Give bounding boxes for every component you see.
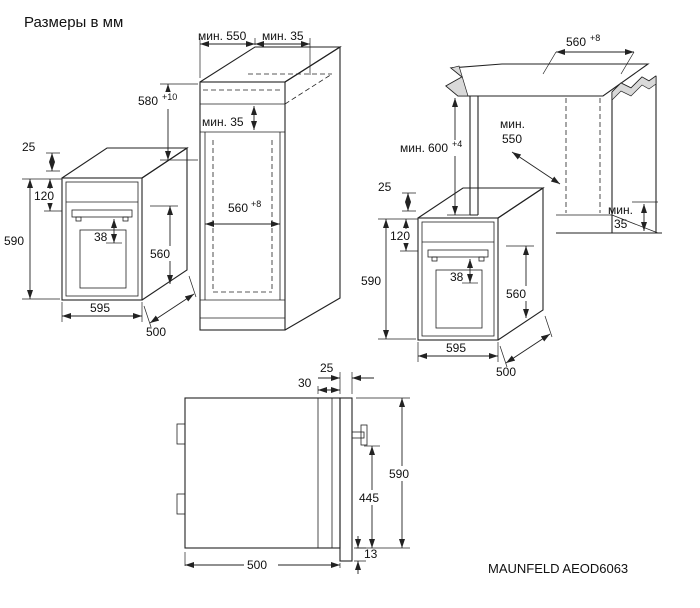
dim-label-side-depth: 500 (247, 558, 267, 572)
dim-label-niche-width: 560 (228, 201, 248, 215)
tall-unit-diagram: мин. 550 мин. 35 580 +10 мин. 35 560 +8 (134, 29, 342, 331)
label-backing (244, 557, 278, 572)
dim-label-base-niche-width-tolerance: +8 (590, 33, 600, 43)
dim-label-panel-height: 120 (34, 189, 54, 203)
label-backing (388, 229, 412, 243)
depth-dim-line (505, 333, 551, 364)
oven-front-view-left: 590 120 25 38 560 595 500 (4, 140, 197, 339)
base-depth-dim-line (511, 151, 561, 185)
dim-label-oven-height: 590 (4, 234, 24, 248)
dim-label-tall-unit-rear-gap: мин. 35 (262, 29, 304, 43)
right-wall-cut-strip (611, 75, 657, 101)
dim-label-oven-depth: 500 (496, 365, 516, 379)
dim-label-height-min: 600 (428, 141, 448, 155)
dim-label-oven-height: 590 (361, 274, 381, 288)
niche-side-walls (204, 132, 281, 300)
handle-mount-right (478, 256, 485, 262)
depth-extensions (143, 275, 197, 328)
dim-label-door-height: 560 (506, 287, 526, 301)
tall-unit-front-face (199, 81, 286, 331)
dim-label-niche-height: 580 (138, 94, 158, 108)
dim-label-oven-depth: 500 (146, 325, 166, 339)
dim-label-door-thickness: 25 (320, 361, 334, 375)
oven-front-face (417, 217, 499, 341)
dim-label-lower-height: 445 (359, 491, 379, 505)
dim-label-front-clearance: 30 (298, 376, 312, 390)
right-side-wall (611, 76, 657, 233)
door-glass (435, 269, 483, 329)
handle-mount-left (75, 216, 82, 222)
label-backing (134, 92, 184, 109)
dim-label-niche-height-tolerance: +10 (162, 92, 177, 102)
tall-unit-side-face (284, 45, 341, 331)
hidden-edges (203, 73, 333, 293)
label-backing (356, 490, 388, 505)
dim-label-top-inset: 25 (378, 180, 392, 194)
label-backing (504, 286, 532, 301)
model-label: MAUNFELD AEOD6063 (488, 561, 628, 576)
left-side-wall (469, 96, 479, 216)
dim-label-tall-unit-depth: мин. 550 (198, 29, 247, 43)
depth-extensions (499, 315, 553, 368)
dim-label-base-depth-min: 550 (502, 132, 522, 146)
handle-mount-right (122, 216, 129, 222)
door-glass (79, 229, 127, 289)
dim-label-top-inset: 25 (22, 140, 36, 154)
dim-label-handle-offset: 38 (94, 230, 108, 244)
oven-door-frame (421, 221, 495, 337)
oven-side-view: 25 30 590 445 500 13 (176, 361, 418, 574)
niche-hidden-edges (565, 98, 601, 213)
oven-handle (427, 249, 489, 258)
page-title: Размеры в мм (24, 14, 123, 31)
dim-label-height-min-prefix: мин. (400, 141, 425, 155)
dim-label-height-min-tolerance: +4 (452, 139, 462, 149)
dim-label-oven-width: 595 (90, 301, 110, 315)
front-frame-lines (317, 398, 333, 548)
depth-dim-line (149, 293, 195, 324)
dim-label-bottom-gap: 13 (364, 547, 378, 561)
oven-door-side (339, 397, 353, 562)
dim-label-base-rear-gap-word: мин. (608, 203, 633, 217)
oven-door-frame (65, 181, 139, 297)
handle-mount-left (431, 256, 438, 262)
dim-label-side-height: 590 (389, 467, 409, 481)
dim-label-base-niche-width: 560 (566, 35, 586, 49)
dim-label-shelf-gap: мин. 35 (202, 115, 244, 129)
oven-side-face (141, 146, 188, 301)
dim-label-oven-width: 595 (446, 341, 466, 355)
handle-arm (351, 431, 365, 439)
label-backing (32, 189, 56, 203)
worktop-cut-edge (445, 65, 469, 97)
rear-bracket-bottom (176, 493, 186, 515)
oven-front-view-right: 590 120 25 38 560 595 500 (361, 180, 553, 379)
dim-label-niche-width-tolerance: +8 (251, 199, 261, 209)
oven-side-face (497, 186, 544, 341)
label-backing (396, 140, 462, 156)
oven-handle (71, 209, 133, 218)
label-backing (148, 246, 176, 261)
base-unit-diagram: 560 +8 мин. 600 +4 мин. 550 мин. 35 (396, 33, 662, 234)
dim-label-panel-height: 120 (390, 229, 410, 243)
handle-bar (360, 424, 368, 446)
oven-front-face (61, 177, 143, 301)
shelf-lines (200, 103, 285, 319)
dim-label-base-depth-min-word: мин. (500, 117, 525, 131)
dim-label-base-rear-gap: 35 (614, 217, 628, 231)
label-backing (386, 466, 418, 481)
rear-bracket-top (176, 423, 186, 445)
niche-width-extensions (542, 51, 635, 75)
dim-label-handle-offset: 38 (450, 270, 464, 284)
dim-label-door-height: 560 (150, 247, 170, 261)
niche-floor-back (556, 214, 659, 234)
